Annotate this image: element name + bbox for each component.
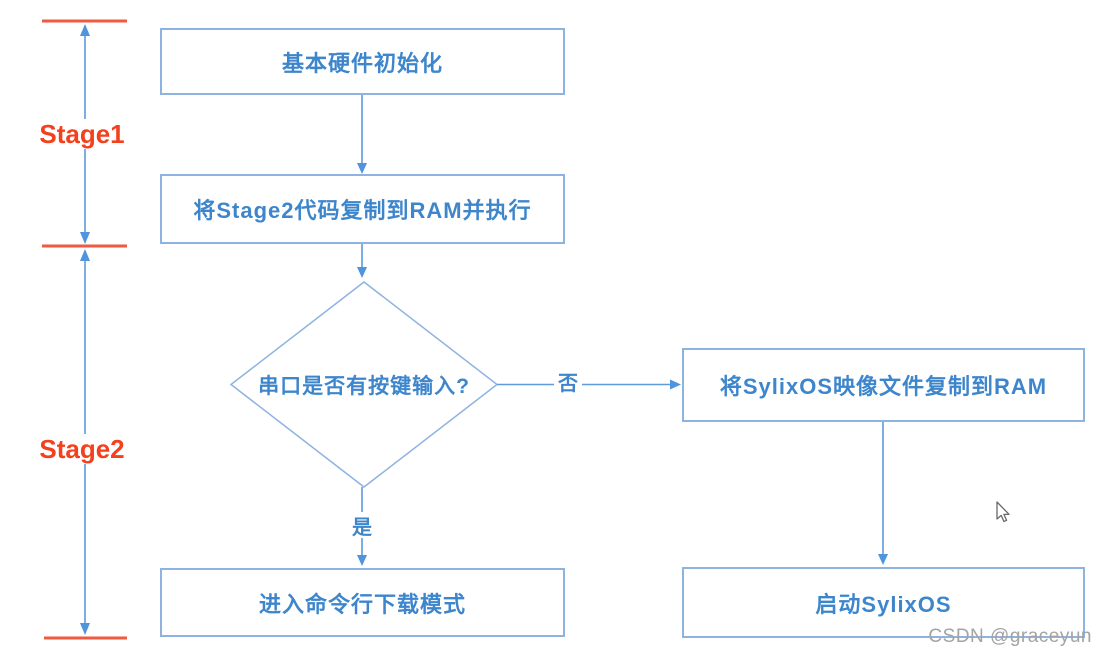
csdn-watermark: CSDN @graceyun xyxy=(928,626,1092,647)
branch-label-yes: 是 xyxy=(348,512,376,539)
stage1-label: Stage1 xyxy=(36,119,128,149)
node-cmdline-download-mode: 进入命令行下载模式 xyxy=(160,568,565,637)
edge-copyimage-to-boot xyxy=(878,422,888,565)
node-hardware-init: 基本硬件初始化 xyxy=(160,28,565,95)
edge-hwinit-to-copystage2 xyxy=(357,95,367,174)
node-boot-sylixos: 启动SylixOS xyxy=(682,567,1085,638)
stage2-label: Stage2 xyxy=(36,434,128,464)
decision-diamond-shape xyxy=(229,281,499,488)
stage-tick-marks xyxy=(42,19,127,640)
edge-copystage2-to-decision xyxy=(357,244,367,278)
mouse-cursor-icon xyxy=(996,501,1010,523)
branch-label-no: 否 xyxy=(554,368,582,395)
node-copy-stage2: 将Stage2代码复制到RAM并执行 xyxy=(160,174,565,244)
edge-decision-no xyxy=(497,379,681,390)
node-copy-sylixos-image: 将SylixOS映像文件复制到RAM xyxy=(682,348,1085,422)
